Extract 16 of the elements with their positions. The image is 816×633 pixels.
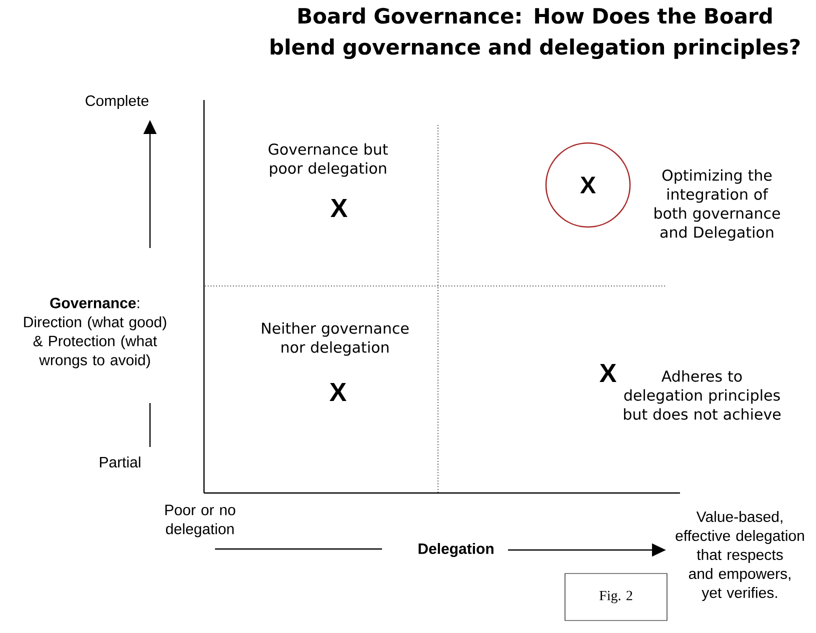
quadrant-text: Adheres to delegation principles but does not achieve <box>624 370 781 420</box>
axis-label: Poor or no delegation <box>165 504 236 538</box>
title: Board Governance: How Does the Board blend governance and delegation principles? <box>270 8 800 60</box>
x-mark: X <box>330 383 346 401</box>
quadrant-text: Neither governance nor delegation <box>262 322 409 356</box>
axis-title: Governance: Direction (what good) & Protection (what wrongs to avoid) <box>24 298 166 368</box>
circled-mark: X <box>545 142 631 228</box>
axis-title: Delegation <box>418 542 494 558</box>
axis-label: Partial <box>100 456 140 468</box>
axis-label: Value-based, effective delegation that respects and empowers, yet verifies. <box>676 511 804 601</box>
x-mark: X <box>330 199 348 217</box>
quadrant-text: Optimizing the integration of both governance and Delegation <box>654 169 780 241</box>
quadrant-text: Governance but poor delegation <box>268 143 388 177</box>
axis-label: Complete <box>86 95 148 109</box>
x-mark: X <box>600 364 616 382</box>
figure-label-box: Fig. 2 <box>564 573 668 621</box>
